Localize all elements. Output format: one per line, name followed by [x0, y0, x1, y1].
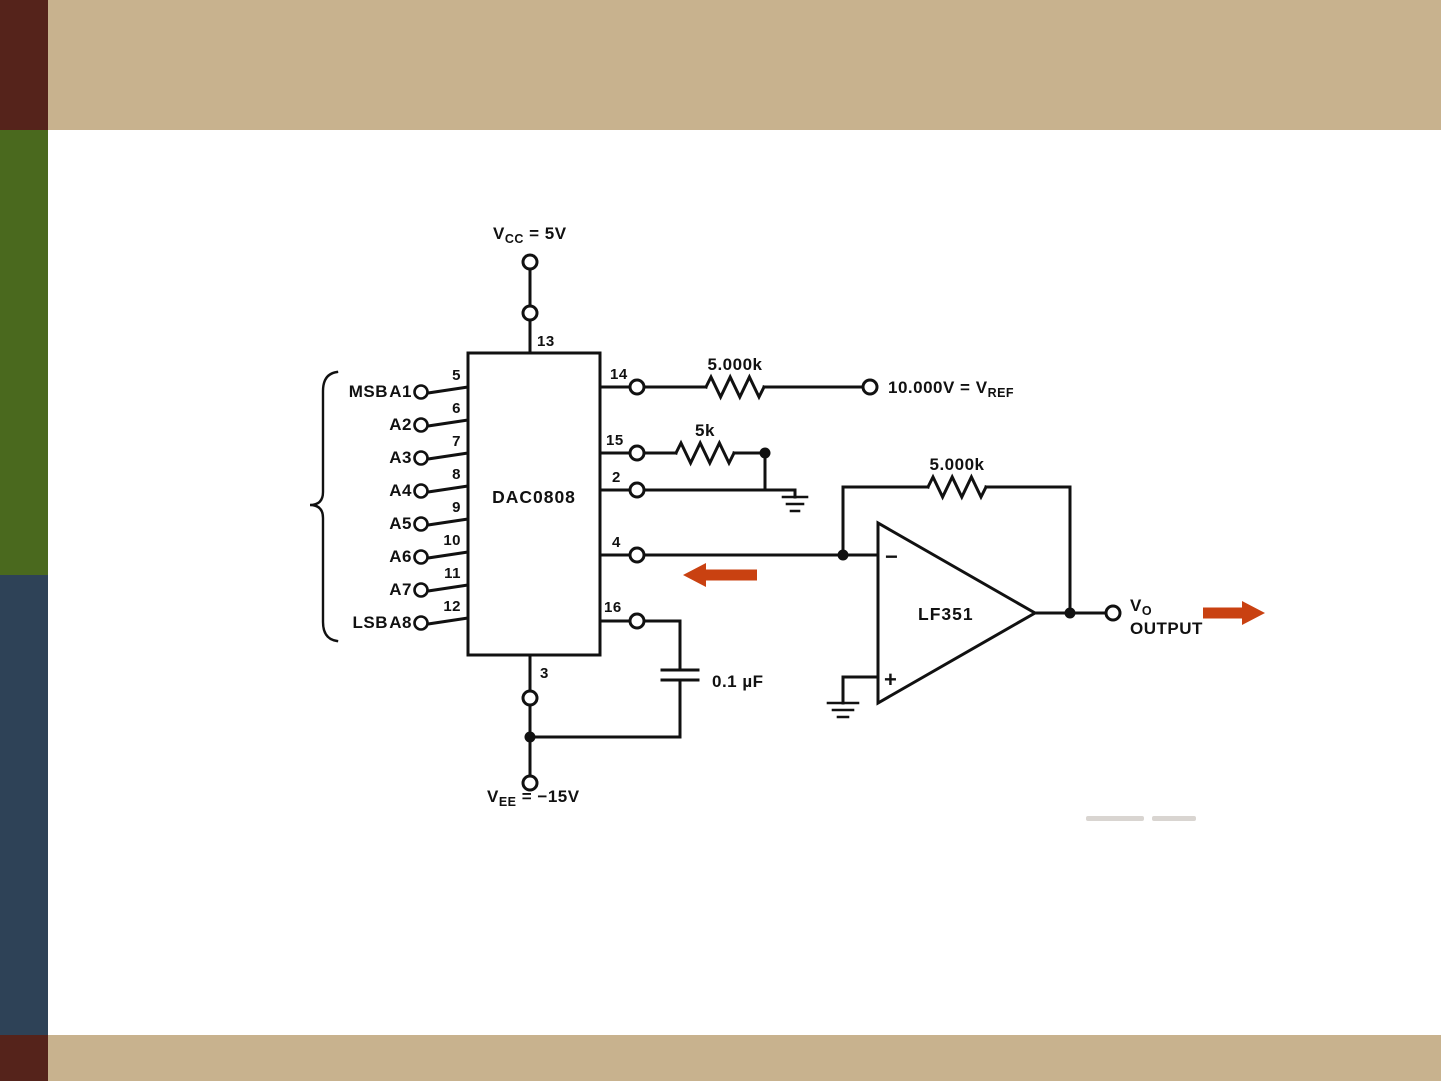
- pin5-label: 5: [452, 367, 461, 384]
- left-arrow-annotation: [683, 563, 757, 587]
- input-terminal-a8: [413, 615, 429, 631]
- input-label-a3: A3: [389, 448, 412, 467]
- junction-output-node: [1064, 607, 1076, 619]
- vout-label: VO: [1130, 596, 1152, 618]
- top-left-accent-block: [0, 0, 48, 130]
- pin7-label: 7: [452, 433, 461, 450]
- pin14-label: 14: [610, 366, 628, 383]
- faded-caption-artifact: [1086, 816, 1196, 821]
- output-terminal: [1104, 604, 1122, 622]
- input-terminal-a3: [413, 450, 429, 466]
- pin3-terminal: [521, 689, 539, 707]
- input-terminal-a1: [413, 384, 429, 400]
- vee-terminal: [521, 774, 539, 792]
- input-terminal-a6: [413, 549, 429, 565]
- pin3-label: 3: [540, 665, 549, 682]
- input-label-a1: A1: [389, 382, 412, 401]
- annotation-arrows: [683, 563, 1265, 625]
- input-terminal-a4: [413, 483, 429, 499]
- junction-inverting-input: [837, 549, 849, 561]
- left-green-accent-block: [0, 130, 48, 575]
- pin2-label: 2: [612, 469, 621, 486]
- input-terminal-a2: [413, 417, 429, 433]
- input-group-brace: [309, 370, 339, 643]
- input-label-a8: A8: [389, 613, 412, 632]
- input-terminal-a5: [413, 516, 429, 532]
- bottom-bar: [48, 1035, 1441, 1081]
- vcc-connector: [521, 304, 539, 322]
- pin6-label: 6: [452, 400, 461, 417]
- pin16-label: 16: [604, 599, 622, 616]
- resistor-comp-5k: [673, 439, 737, 467]
- pin16-terminal: [628, 612, 646, 630]
- bottom-left-accent-block: [0, 1035, 48, 1081]
- pin15-terminal: [628, 444, 646, 462]
- msb-label: MSB: [349, 382, 388, 401]
- vcc-label: VCC = 5V: [493, 224, 567, 246]
- faded-caption-fragment: [1152, 816, 1196, 821]
- junction-dots: [524, 447, 1076, 743]
- pin4-label: 4: [612, 534, 621, 551]
- input-label-a2: A2: [389, 415, 412, 434]
- vref-label: 10.000V = VREF: [888, 378, 1014, 400]
- pin14-terminal: [628, 378, 646, 396]
- opamp-inverting-input-symbol: −: [885, 544, 898, 569]
- schematic: [309, 253, 1122, 792]
- resistor-feedback-5000k: [925, 473, 989, 501]
- left-navy-accent-block: [0, 575, 48, 1035]
- input-terminal-a7: [413, 582, 429, 598]
- pin11-label: 11: [444, 565, 461, 582]
- pin8-label: 8: [452, 466, 461, 483]
- input-label-a5: A5: [389, 514, 412, 533]
- pin13-label: 13: [537, 333, 555, 350]
- circuit-wiring: [426, 267, 1108, 778]
- vcc-terminal: [521, 253, 539, 271]
- right-arrow-annotation: [1203, 601, 1265, 625]
- resistor-vref-5000k: [703, 373, 767, 401]
- faded-caption-fragment: [1086, 816, 1144, 821]
- resistor-feedback-label: 5.000k: [930, 455, 985, 474]
- pin9-label: 9: [452, 499, 461, 516]
- capacitor-label: 0.1 µF: [712, 672, 764, 691]
- opamp-triangle: [876, 520, 1039, 706]
- pin2-terminal: [628, 481, 646, 499]
- dac-chip-label: DAC0808: [492, 487, 576, 507]
- output-label: OUTPUT: [1130, 619, 1203, 638]
- ground-symbol-compensation: [781, 495, 809, 513]
- pin15-label: 15: [606, 432, 624, 449]
- resistor-comp-label: 5k: [695, 421, 715, 440]
- pin10-label: 10: [443, 532, 461, 549]
- dac-chip-body: [466, 351, 602, 657]
- input-label-a4: A4: [389, 481, 412, 500]
- top-bar: [48, 0, 1441, 130]
- pin4-terminal: [628, 546, 646, 564]
- junction-comp-node: [759, 447, 771, 459]
- resistor-vref-label: 5.000k: [708, 355, 763, 374]
- opamp-label: LF351: [918, 604, 974, 624]
- vee-label: VEE = −15V: [487, 787, 580, 809]
- ground-symbol-opamp-plus: [826, 701, 860, 719]
- capacitor-symbol: [660, 668, 700, 682]
- pin12-label: 12: [443, 598, 461, 615]
- opamp-noninverting-input-symbol: +: [884, 667, 897, 692]
- schematic-labels: VCC = 5V 13 MSB LSB A1 A2 A3 A4 A5 A6 A7…: [349, 224, 1203, 809]
- junction-vee-node: [524, 731, 536, 743]
- vref-terminal: [861, 378, 879, 396]
- input-label-a6: A6: [389, 547, 412, 566]
- input-label-a7: A7: [389, 580, 412, 599]
- lsb-label: LSB: [353, 613, 389, 632]
